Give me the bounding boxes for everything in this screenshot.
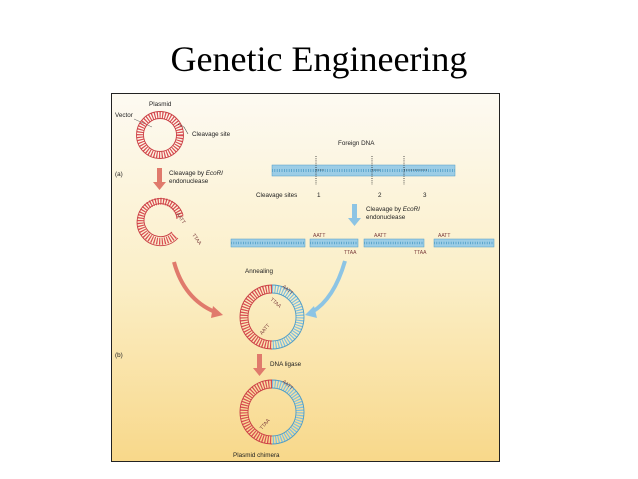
- panel-a-label: (a): [115, 171, 123, 178]
- cleavage-site-3: [403, 156, 428, 185]
- cleavage-ecori-left-line1: Cleavage by EcoRI: [169, 170, 223, 177]
- fragment-aatt-1: AATT: [313, 233, 325, 239]
- fragment-4: [433, 238, 495, 248]
- plasmid-chimera-label: Plasmid chimera: [233, 452, 280, 459]
- cleavage-ecori-right-line2: endonuclease: [366, 214, 406, 221]
- vector-label: Vector: [115, 112, 133, 119]
- red-curved-arrow: [172, 261, 223, 318]
- plasmid-chimera: [239, 379, 305, 445]
- foreign-dna-strand: [271, 164, 456, 177]
- cleavage-ecori-right-line1: Cleavage by EcoRI: [366, 206, 420, 213]
- site-1-label: 1: [317, 192, 321, 199]
- foreign-dna-label: Foreign DNA: [338, 140, 375, 147]
- blue-curved-arrow: [305, 260, 347, 318]
- fragment-ttaa-2: TTAA: [414, 250, 427, 256]
- figure-canvas: Plasmid Vector Cleavage site (a) Cleavag…: [112, 94, 499, 461]
- cleavage-sites-label: Cleavage sites: [256, 192, 297, 199]
- site-3-label: 3: [423, 192, 427, 199]
- fragment-2: [309, 238, 359, 248]
- genetic-engineering-figure: Plasmid Vector Cleavage site (a) Cleavag…: [111, 93, 500, 462]
- cut-plasmid: [136, 197, 184, 247]
- slide-title: Genetic Engineering: [170, 39, 468, 79]
- fragment-3: [363, 238, 425, 248]
- red-down-arrow-2: [253, 354, 266, 376]
- cleavage-site-pointer: [183, 126, 189, 135]
- fragment-1: [230, 238, 306, 248]
- site-2-label: 2: [378, 192, 382, 199]
- cleavage-site-1: [315, 156, 324, 185]
- fragment-ttaa-1: TTAA: [344, 250, 357, 256]
- dna-ligase-label: DNA ligase: [270, 361, 302, 368]
- figure-background: [112, 94, 499, 461]
- cleavage-ecori-left-line2: endonuclease: [169, 178, 209, 185]
- annealing-label: Annealing: [245, 268, 274, 275]
- vector-pointer: [133, 118, 153, 128]
- blue-down-arrow: [348, 204, 361, 226]
- annealing-plasmid: [239, 284, 305, 350]
- cleavage-site-label: Cleavage site: [192, 131, 231, 138]
- fragment-aatt-2: AATT: [374, 233, 386, 239]
- fragment-aatt-3: AATT: [438, 233, 450, 239]
- panel-b-label: (b): [115, 352, 123, 359]
- plasmid-label: Plasmid: [149, 101, 172, 108]
- red-down-arrow-1: [153, 168, 166, 190]
- cleavage-site-2: [371, 156, 380, 185]
- vector-plasmid: [136, 111, 184, 159]
